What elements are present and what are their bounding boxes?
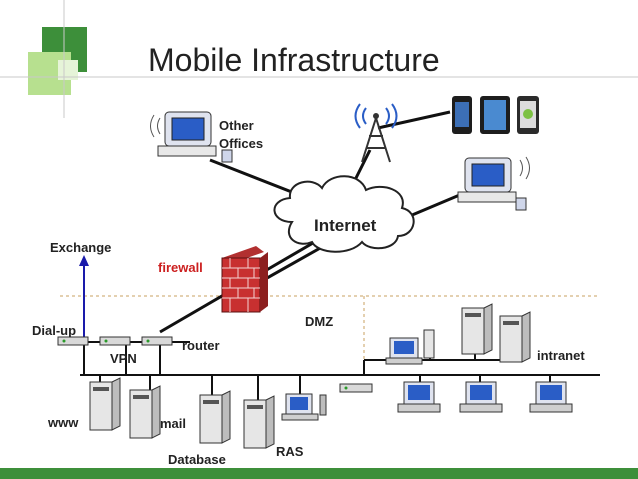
smartphone-icon — [452, 96, 472, 134]
link-tower-phones — [377, 110, 451, 130]
cloud-icon — [273, 175, 415, 253]
firewall-icon — [221, 246, 268, 313]
label-firewall: firewall — [158, 260, 203, 275]
workstation-icon — [397, 381, 441, 413]
workstation-icon — [385, 329, 435, 365]
page-title: Mobile Infrastructure — [148, 42, 440, 78]
exchange-arrow-head — [79, 255, 89, 266]
label-other-offices-1: Other — [219, 118, 254, 133]
router-icon — [141, 336, 173, 346]
label-exchange: Exchange — [50, 240, 112, 255]
label-router: router — [182, 338, 220, 353]
label-dmz: DMZ — [305, 314, 334, 329]
label-vpn: VPN — [110, 351, 137, 366]
link-remote-internet — [404, 192, 463, 220]
server-tower-icon — [199, 390, 231, 444]
desktop-computer-icon — [150, 111, 233, 163]
workstation-icon — [459, 381, 503, 413]
label-dialup: Dial-up — [32, 323, 77, 338]
corner-square-white — [58, 60, 78, 80]
footer-bar — [0, 468, 638, 479]
label-www: www — [48, 415, 79, 430]
workstation-icon — [529, 381, 573, 413]
server-tower-icon — [243, 395, 275, 449]
hub-icon — [339, 383, 373, 393]
label-intranet: intranet — [537, 348, 585, 363]
server-tower-icon — [461, 303, 493, 355]
label-mail: mail — [160, 416, 187, 431]
server-tower-icon — [499, 311, 531, 363]
router-icon — [57, 336, 89, 346]
server-tower-icon — [89, 377, 121, 431]
label-internet: Internet — [314, 216, 377, 235]
server-tower-icon — [129, 385, 161, 439]
router-icon — [99, 336, 131, 346]
label-other-offices-2: Offices — [219, 136, 264, 151]
workstation-icon — [281, 393, 327, 421]
android-phone-icon — [517, 96, 539, 134]
label-database: Database — [168, 452, 226, 467]
label-ras: RAS — [276, 444, 304, 459]
radio-tower-icon — [354, 103, 398, 163]
desktop-computer-icon — [457, 156, 530, 211]
tablet-icon — [480, 96, 510, 134]
